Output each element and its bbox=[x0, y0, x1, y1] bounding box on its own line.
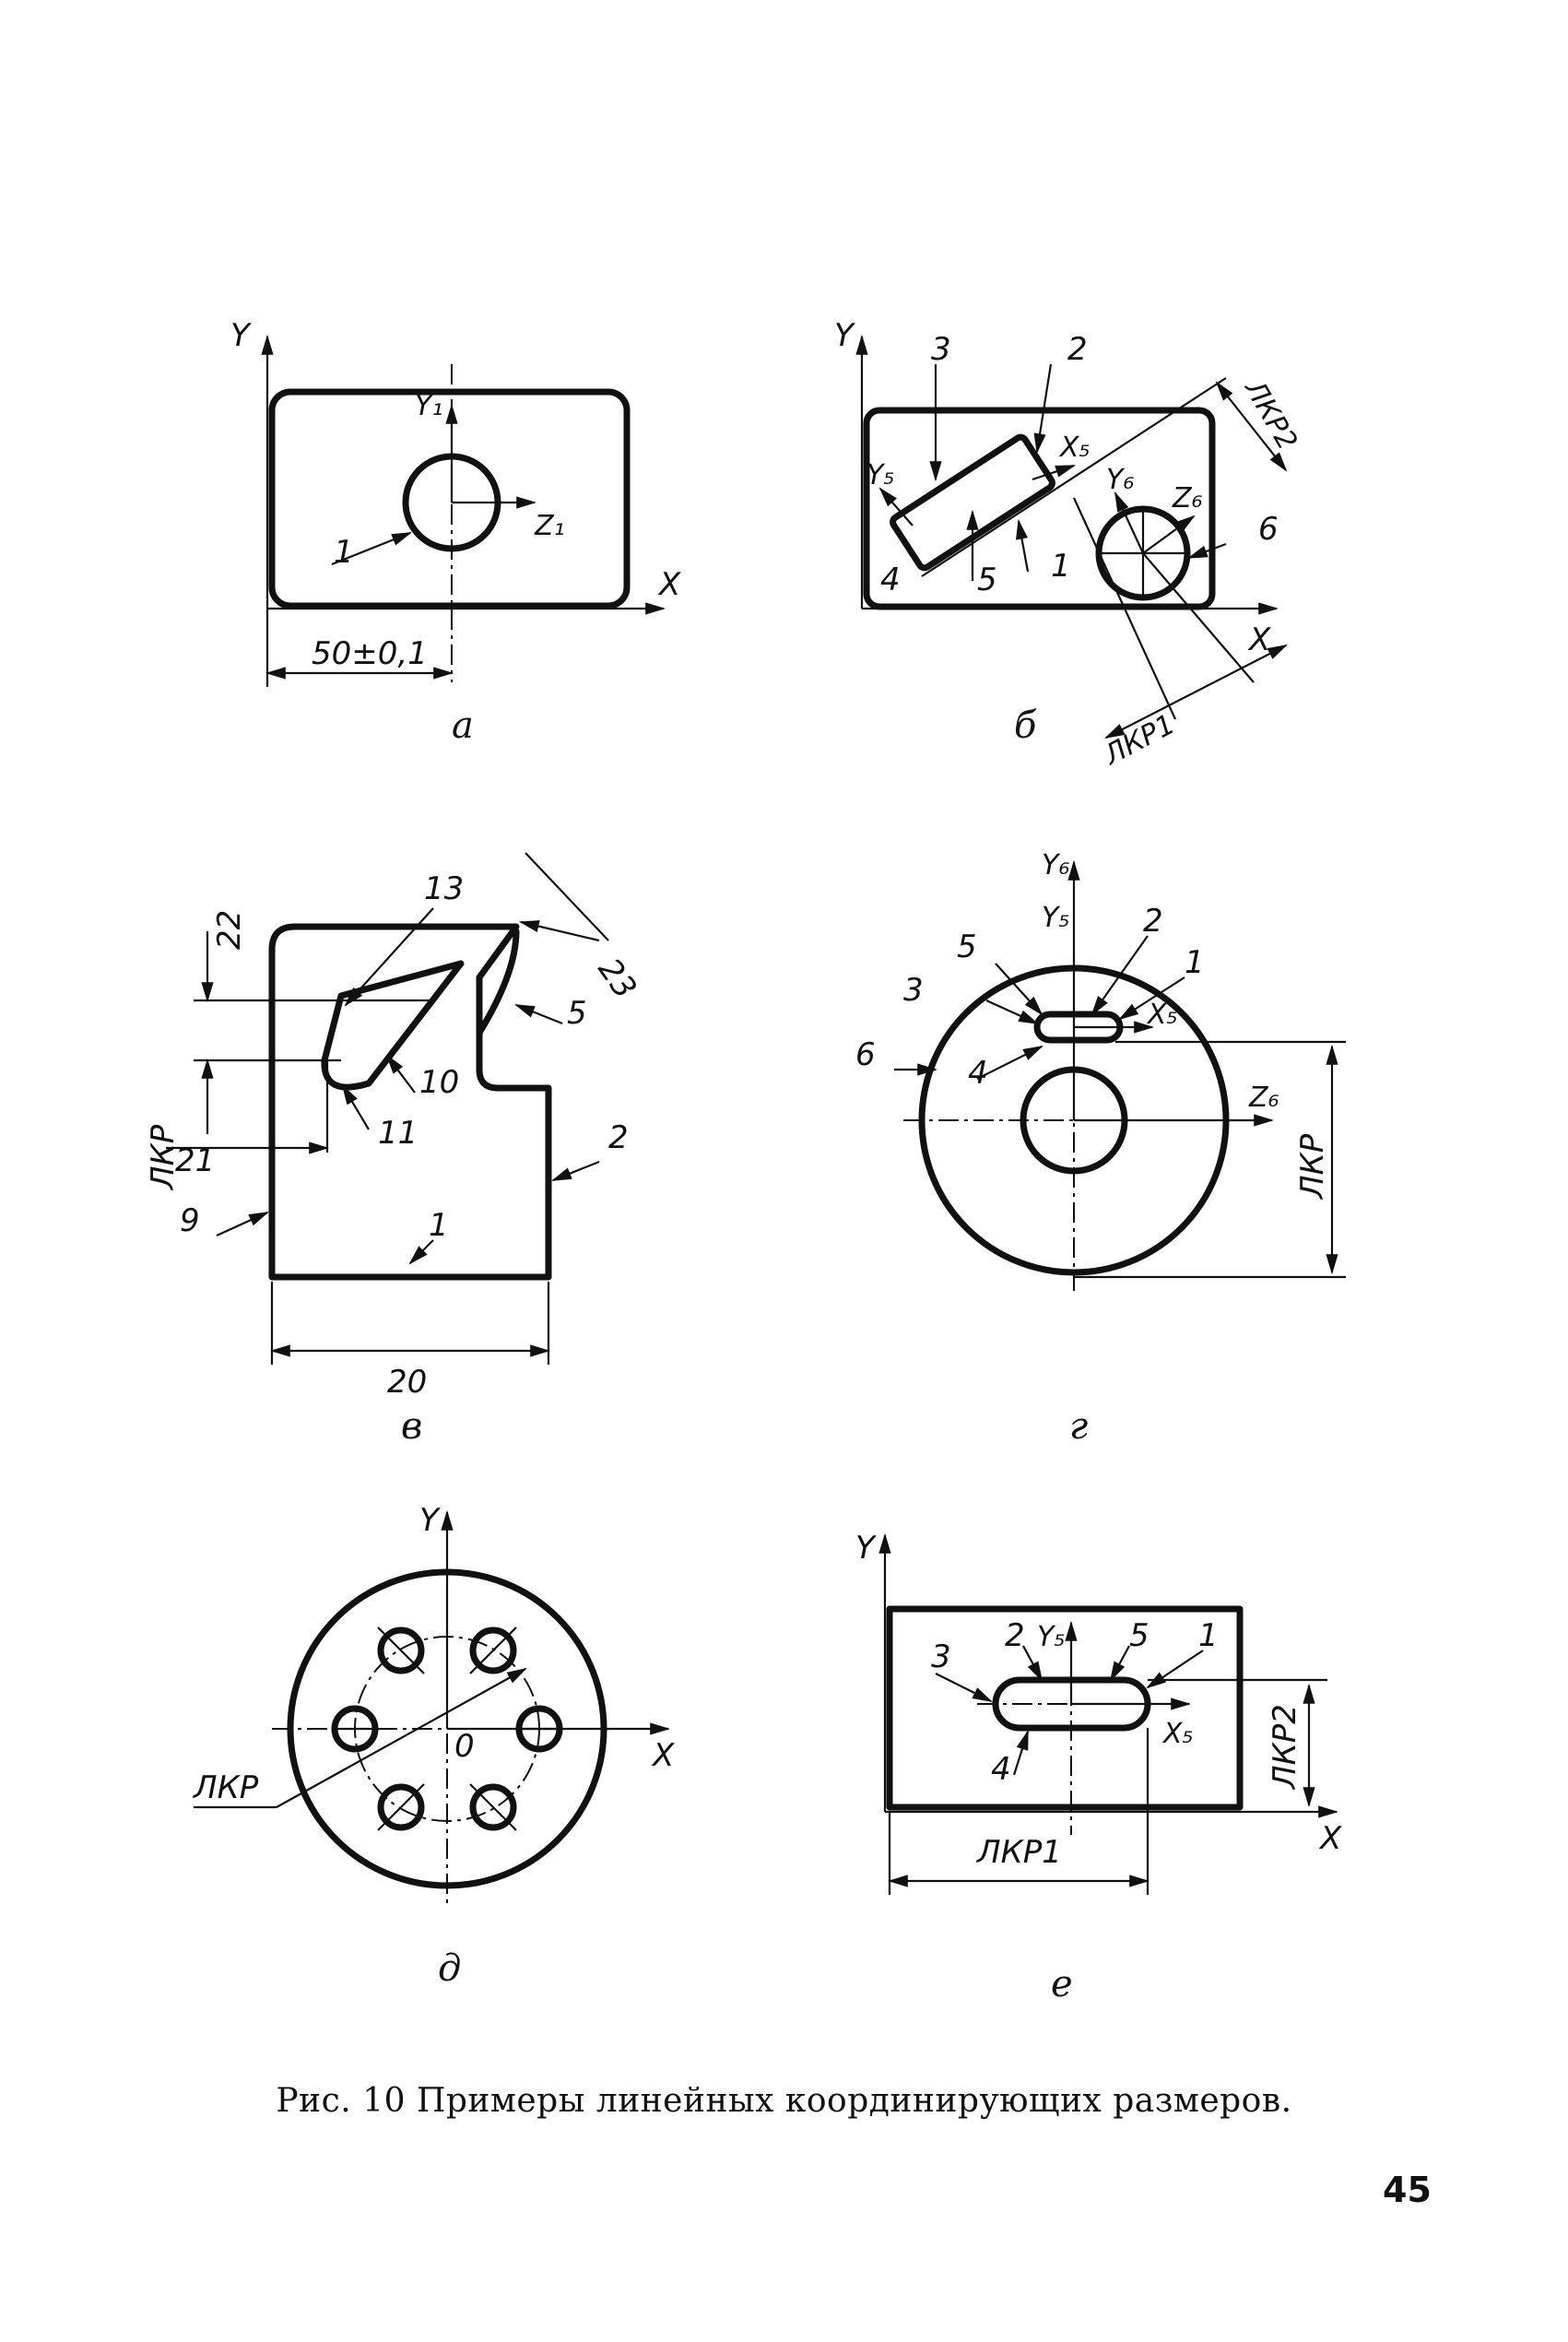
callout-2-label: 2 bbox=[608, 1119, 629, 1156]
lkr2-label: ЛКР2 bbox=[1238, 374, 1303, 456]
callout-6-label: 6 bbox=[855, 1036, 876, 1073]
axis-y5-label: Y₅ bbox=[867, 459, 894, 491]
callout-4-label: 4 bbox=[991, 1751, 1011, 1788]
axis-y6-label: Y₆ bbox=[1106, 464, 1134, 496]
lkr2-dimension bbox=[1215, 381, 1288, 472]
callout-9-label: 9 bbox=[180, 1202, 200, 1239]
axis-x5-arrow bbox=[1032, 464, 1077, 481]
callout-1-label: 1 bbox=[1185, 944, 1205, 981]
axis-y6-arrow bbox=[1114, 491, 1144, 554]
bolt-hole bbox=[377, 1783, 425, 1831]
dimension-21-label: 21 bbox=[175, 1142, 215, 1179]
inclined-slot bbox=[321, 960, 465, 1091]
callout-5-label: 5 bbox=[567, 995, 587, 1032]
callout-11-label: 11 bbox=[378, 1115, 418, 1152]
callout-4-label: 4 bbox=[968, 1055, 988, 1092]
bolt-hole bbox=[469, 1783, 517, 1831]
callout-1-label: 1 bbox=[1051, 548, 1071, 585]
axis-y1-label: Y₁ bbox=[415, 390, 442, 422]
lkr-leader bbox=[276, 1667, 527, 1808]
callout-3-label: 3 bbox=[931, 331, 951, 368]
callout-5-label: 5 bbox=[957, 929, 977, 965]
axis-y-label: Y bbox=[834, 317, 855, 354]
axis-z6-label: Z₆ bbox=[1172, 482, 1203, 515]
callout-3-label: 3 bbox=[903, 972, 924, 1009]
callout-3-label: 3 bbox=[931, 1638, 951, 1675]
lkr1-dimension bbox=[1104, 644, 1288, 739]
callout-1-label: 1 bbox=[1198, 1617, 1219, 1654]
origin-label: 0 bbox=[454, 1728, 475, 1765]
dimension-label: 50±0,1 bbox=[312, 635, 428, 672]
lkr1-label: ЛКР1 bbox=[1098, 708, 1180, 772]
callout-5-label: 5 bbox=[1129, 1617, 1149, 1654]
callout-13-label: 13 bbox=[424, 870, 464, 907]
callout-1-label: 1 bbox=[429, 1207, 449, 1244]
axis-y6-label: Y₆ bbox=[1042, 849, 1069, 881]
axis-x5-label: X₅ bbox=[1146, 999, 1178, 1031]
axis-x-label: X bbox=[657, 566, 681, 603]
bolt-hole bbox=[377, 1626, 425, 1674]
page-number: 45 bbox=[1383, 2170, 1432, 2210]
panel-b: Y X Y₅ X₅ Y₆ Z₆ 3 2 4 5 1 6 ЛКР1 ЛКР2 б bbox=[834, 317, 1303, 773]
panel-e: Y X Y₅ X₅ 3 2 5 1 4 ЛКР1 ЛКР2 е bbox=[855, 1530, 1342, 2005]
callout-1-label: 1 bbox=[334, 534, 354, 571]
axis-y5-label: Y₅ bbox=[1037, 1621, 1065, 1653]
axis-z1-label: Z₁ bbox=[534, 510, 565, 542]
axis-x5-label: X₅ bbox=[1161, 1718, 1194, 1750]
axis-z6-label: Z₆ bbox=[1248, 1082, 1279, 1114]
figure-caption: Рис. 10 Примеры линейных координирующих … bbox=[276, 2082, 1292, 2120]
panel-sublabel: г bbox=[1069, 1405, 1088, 1448]
part-outline bbox=[268, 388, 631, 609]
axis-x-label: X bbox=[1247, 621, 1271, 658]
lkr1-label: ЛКР1 bbox=[975, 1834, 1062, 1871]
axis-x-label: X bbox=[651, 1737, 675, 1774]
axis-y5-arrow bbox=[878, 487, 914, 526]
axis-y-label: Y bbox=[419, 1502, 441, 1539]
callout-10-label: 10 bbox=[419, 1064, 459, 1101]
callout-2-label: 2 bbox=[1143, 903, 1163, 940]
panel-sublabel: б bbox=[1014, 704, 1037, 747]
panel-v: ЛКР 13 5 2 9 1 10 11 20 21 22 23 в bbox=[145, 852, 644, 1448]
part-outline bbox=[268, 923, 552, 1281]
callout-2-label: 2 bbox=[1005, 1617, 1025, 1654]
lkr2-label: ЛКР2 bbox=[1267, 1704, 1303, 1791]
axis-y-label: Y bbox=[855, 1530, 877, 1567]
part-outline bbox=[863, 407, 1216, 610]
panel-g: Y₆ Y₅ X₅ Z₆ 5 2 1 3 4 6 ЛКР г bbox=[855, 849, 1346, 1448]
callout-6-label: 6 bbox=[1258, 511, 1279, 548]
slot-rectangle bbox=[890, 433, 1055, 572]
axis-z6-arrow bbox=[1142, 515, 1196, 554]
panel-sublabel: д bbox=[438, 1947, 461, 1990]
panel-sublabel: в bbox=[401, 1405, 422, 1448]
axis-x-label: X bbox=[1318, 1820, 1342, 1857]
panel-d: Y X 0 ЛКР д bbox=[192, 1502, 675, 1990]
part-outline bbox=[886, 1605, 1244, 1811]
axis-x5-label: X₅ bbox=[1058, 432, 1091, 464]
axis-y-label: Y bbox=[230, 317, 252, 354]
callout-4-label: 4 bbox=[880, 562, 901, 598]
bolt-hole bbox=[469, 1626, 517, 1674]
lkr-label: ЛКР bbox=[145, 1124, 182, 1191]
panel-a: Y X Y₁ Z₁ 1 50±0,1 а bbox=[230, 317, 681, 747]
panel-sublabel: е bbox=[1051, 1963, 1073, 2005]
callout-2-label: 2 bbox=[1067, 331, 1088, 368]
dimension-20-label: 20 bbox=[387, 1364, 427, 1401]
callout-1-leader bbox=[331, 531, 413, 566]
callout-5-label: 5 bbox=[977, 562, 997, 598]
lkr-label: ЛКР bbox=[1294, 1133, 1331, 1201]
dimension-22-label: 22 bbox=[211, 910, 248, 950]
lkr-label: ЛКР bbox=[192, 1769, 259, 1806]
bolt-holes bbox=[331, 1626, 563, 1831]
dimension-23-label: 23 bbox=[591, 952, 644, 1005]
axis-y5-label: Y₅ bbox=[1042, 902, 1069, 934]
panel-sublabel: а bbox=[452, 704, 474, 747]
